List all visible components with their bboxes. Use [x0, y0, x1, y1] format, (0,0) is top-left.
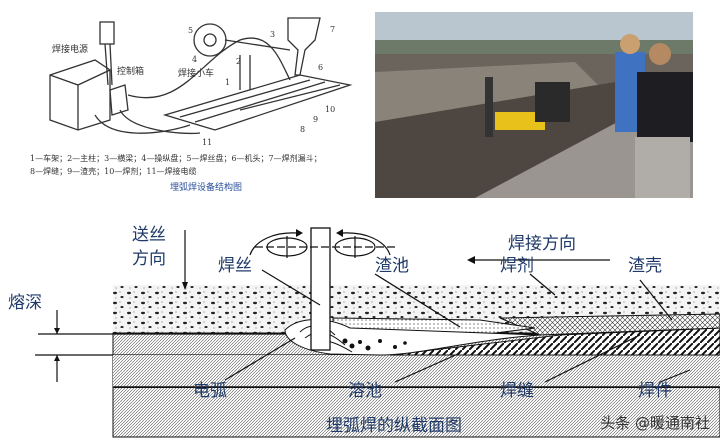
label-wire-feed-2: 方向	[132, 249, 166, 269]
label-molten-pool: 溶池	[348, 381, 382, 401]
section-caption: 埋弧焊的纵截面图	[326, 416, 462, 436]
num-7: 7	[330, 25, 336, 34]
num-5: 5	[188, 26, 194, 35]
photo-image	[375, 12, 693, 198]
label-slag-crust: 渣壳	[628, 256, 662, 276]
legend-line-1: 1—车架；2—主柱；3—横梁；4—操纵盘；5—焊丝盘；6—机头；7—焊剂漏斗；	[30, 154, 322, 163]
weld-seam	[389, 327, 720, 356]
label-slag-pool: 渣池	[375, 256, 409, 276]
legend-line-2: 8—焊缝；9—渣壳；10—焊剂；11—焊接电缆	[30, 167, 197, 176]
num-11: 11	[202, 138, 213, 147]
num-10: 10	[325, 105, 336, 114]
equipment-caption: 埋弧焊设备结构图	[170, 183, 243, 193]
num-6: 6	[318, 63, 324, 72]
label-control-box: 控制箱	[117, 67, 145, 77]
label-welding-direction: 焊接方向	[508, 234, 576, 254]
equipment-diagram: 焊接电源 控制箱 焊接小车 5 4 3 2 1 7 6 10 9 8 11 1—…	[0, 0, 370, 205]
num-8: 8	[300, 125, 306, 134]
num-3: 3	[270, 30, 276, 39]
section-diagram: 送丝 方向 焊接方向 熔深 焊丝 渣池 焊剂 渣壳 电弧 溶池 焊缝 焊件 埋弧…	[0, 210, 720, 443]
label-penetration: 熔深	[8, 293, 42, 313]
label-power-source: 焊接电源	[52, 45, 89, 55]
num-4: 4	[192, 55, 198, 64]
num-1: 1	[225, 78, 231, 87]
watermark: 头条 @暖通南社	[600, 414, 710, 432]
label-flux: 焊剂	[500, 256, 534, 276]
label-wire-feed-1: 送丝	[132, 225, 166, 245]
equipment-sketch	[49, 17, 353, 135]
welding-wire	[310, 227, 331, 351]
label-wire: 焊丝	[218, 256, 252, 276]
label-weld-seam: 焊缝	[500, 381, 534, 401]
label-workpiece: 焊件	[638, 381, 672, 401]
num-2: 2	[236, 57, 242, 66]
label-tractor: 焊接小车	[178, 69, 215, 79]
section-drawing	[35, 227, 720, 438]
num-9: 9	[313, 115, 319, 124]
site-photo	[375, 12, 693, 198]
label-arc: 电弧	[193, 381, 227, 401]
